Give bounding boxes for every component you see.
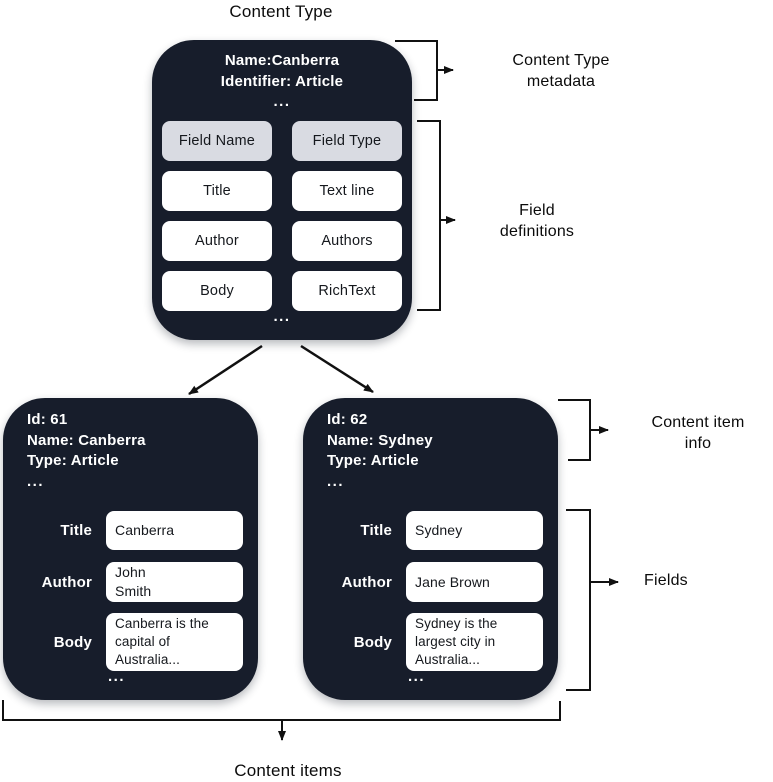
content-type-box: Name:Canberra Identifier: Article ... Fi… bbox=[152, 40, 412, 340]
field-value: Sydney is the largest city in Australia.… bbox=[406, 613, 543, 671]
field-value: John Smith bbox=[106, 562, 243, 602]
metadata-ellipsis: ... bbox=[273, 93, 291, 110]
field-row-title: Title Canberra bbox=[3, 511, 258, 550]
page-title: Content Type bbox=[229, 2, 333, 21]
content-type-name: Name:Canberra bbox=[224, 52, 340, 69]
item-info-ellipsis: ... bbox=[327, 472, 345, 490]
annotation-content-type-metadata: Content Type metadata bbox=[512, 52, 610, 90]
item-ellipsis: ... bbox=[407, 668, 425, 685]
arrow-to-item-2 bbox=[300, 344, 374, 394]
field-row-author: Author John Smith bbox=[3, 562, 258, 602]
field-name-cell: Body bbox=[162, 271, 272, 311]
field-label: Author bbox=[41, 573, 92, 591]
field-type-cell: Authors bbox=[292, 221, 402, 261]
annotation-field-definitions: Field definitions bbox=[499, 202, 575, 240]
item-type: Type: Article bbox=[327, 452, 419, 469]
bracket-content-item-info bbox=[558, 399, 591, 461]
bracket-fields bbox=[566, 509, 591, 691]
field-name-header: Field Name bbox=[162, 121, 272, 161]
annotation-content-item-info: Content item info bbox=[651, 414, 745, 452]
field-type-header: Field Type bbox=[292, 121, 402, 161]
field-label: Title bbox=[60, 522, 92, 539]
field-row-body: Body Canberra is the capital of Australi… bbox=[3, 613, 258, 671]
item-ellipsis: ... bbox=[107, 668, 125, 685]
item-type: Type: Article bbox=[27, 452, 119, 469]
field-type-cell: RichText bbox=[292, 271, 402, 311]
field-row-body: Body Sydney is the largest city in Austr… bbox=[303, 613, 558, 671]
annotation-content-items: Content items bbox=[234, 761, 342, 780]
content-item-box-canberra: Id: 61 Name: Canberra Type: Article ... … bbox=[3, 398, 258, 700]
field-type-cell: Text line bbox=[292, 171, 402, 211]
field-value: Sydney bbox=[406, 511, 543, 550]
bracket-field-definitions bbox=[417, 120, 441, 311]
content-type-identifier: Identifier: Article bbox=[220, 72, 344, 90]
field-name-cell: Title bbox=[162, 171, 272, 211]
field-value: Canberra is the capital of Australia... bbox=[106, 613, 243, 671]
item-name: Name: Canberra bbox=[27, 431, 146, 449]
content-type-metadata-block: Name:Canberra Identifier: Article ... bbox=[152, 51, 412, 113]
annotation-fields: Fields bbox=[644, 572, 688, 589]
item-info-ellipsis: ... bbox=[27, 472, 45, 490]
field-label: Author bbox=[341, 573, 392, 591]
content-type-ellipsis: ... bbox=[273, 308, 291, 325]
item-id: Id: 61 bbox=[27, 411, 68, 428]
field-row-author: Author Jane Brown bbox=[303, 562, 558, 602]
arrow-to-item-1 bbox=[188, 344, 263, 396]
field-label: Title bbox=[360, 522, 392, 539]
field-label: Body bbox=[53, 633, 92, 651]
field-name-cell: Author bbox=[162, 221, 272, 261]
bracket-content-items bbox=[2, 700, 561, 721]
item-info-block: Id: 62 Name: Sydney Type: Article ... bbox=[327, 410, 433, 492]
field-label: Body bbox=[353, 633, 392, 651]
item-info-block: Id: 61 Name: Canberra Type: Article ... bbox=[27, 410, 146, 492]
item-name: Name: Sydney bbox=[327, 431, 433, 449]
content-item-box-sydney: Id: 62 Name: Sydney Type: Article ... Ti… bbox=[303, 398, 558, 700]
field-row-title: Title Sydney bbox=[303, 511, 558, 550]
field-value: Canberra bbox=[106, 511, 243, 550]
field-value: Jane Brown bbox=[406, 562, 543, 602]
item-id: Id: 62 bbox=[327, 411, 368, 428]
